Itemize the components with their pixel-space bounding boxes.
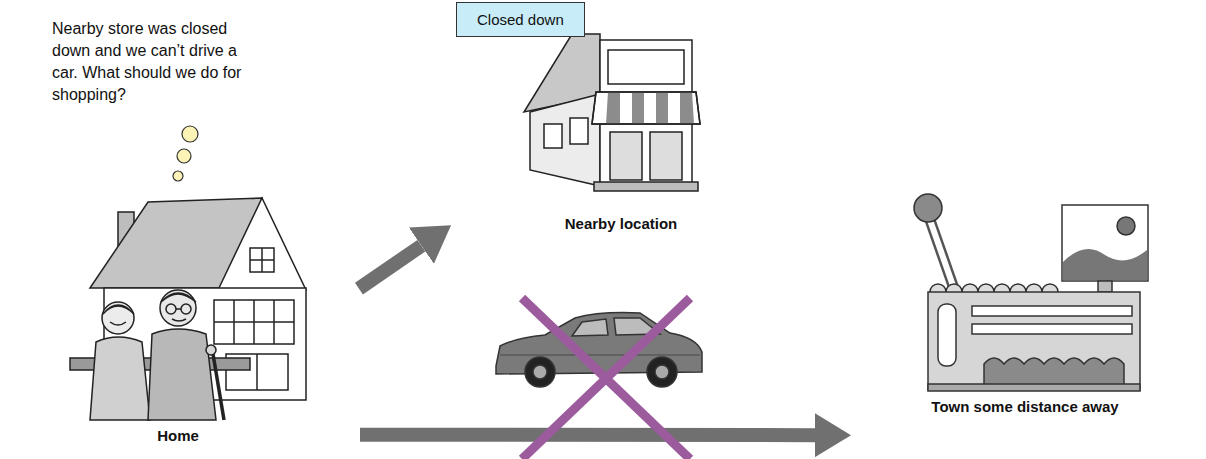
elderly-couple-part — [161, 293, 196, 302]
thought-dots-part — [173, 171, 183, 181]
block-arrow — [359, 246, 421, 289]
location-label: Home — [157, 427, 199, 445]
location-ellipse: Nearby location — [456, 140, 786, 264]
closed-store-part — [592, 92, 700, 124]
elderly-couple-part — [176, 308, 181, 310]
elderly-couple — [70, 290, 250, 420]
text-group: Home — [157, 427, 199, 445]
town-building-part — [928, 292, 1140, 390]
connectors — [359, 246, 815, 436]
house-part — [214, 300, 294, 344]
closed-store-part — [594, 182, 698, 191]
elderly-couple-part — [110, 322, 126, 325]
text-group: Closed down — [477, 10, 564, 29]
elderly-couple-part — [206, 345, 216, 355]
closed-store-part — [680, 92, 694, 124]
closed-store-part — [570, 118, 588, 144]
closed-store-part — [530, 94, 600, 186]
text-group: Town some distance away — [931, 398, 1118, 416]
thought-dots-part — [177, 149, 191, 163]
closed-sign: Closed down — [456, 2, 585, 37]
cross-mark-part — [522, 298, 690, 459]
closed-store-part — [656, 92, 668, 124]
elderly-couple-part — [181, 304, 191, 314]
car-part — [572, 319, 608, 336]
location-ellipse-outline — [456, 140, 786, 264]
town-building-part — [972, 324, 1132, 334]
house-part — [218, 198, 306, 290]
closed-store-part — [606, 92, 620, 124]
town-building-part — [914, 194, 942, 222]
closed-store-part — [610, 132, 642, 180]
cross-mark — [522, 298, 690, 459]
text-group: Nearby store was closed down and we can’… — [10, 2, 280, 122]
cross-mark-part — [522, 298, 690, 459]
closed-store-part — [632, 92, 644, 124]
location-label: Nearby location — [565, 215, 678, 233]
car-part — [655, 365, 669, 379]
house-part — [256, 354, 258, 390]
town-building-part — [1117, 217, 1135, 235]
town-building-part — [972, 306, 1132, 316]
closed-store-part — [544, 124, 562, 148]
elderly-couple-part — [172, 319, 186, 321]
elderly-couple-part — [102, 302, 134, 334]
car-part — [533, 365, 547, 379]
ground-ellipse — [858, 346, 1192, 454]
ground-ellipse — [457, 141, 785, 263]
closed-store — [524, 34, 700, 191]
elderly-couple-part — [90, 337, 150, 420]
text-group: Nearby location — [565, 215, 678, 233]
location-ellipse: Home — [2, 165, 354, 455]
thought-dots-part — [182, 126, 198, 142]
thought-cloud: Nearby store was closed down and we can’… — [10, 2, 280, 122]
elderly-couple-part — [166, 304, 176, 314]
car-part — [525, 357, 555, 387]
cloud-outline — [14, 5, 275, 118]
thought-text: Nearby store was closed down and we can’… — [52, 18, 250, 106]
location-ellipse-outline — [2, 165, 354, 455]
elderly-couple-part — [148, 329, 216, 420]
car-part — [500, 354, 700, 356]
house-part — [250, 248, 274, 272]
town-building — [914, 194, 1148, 391]
car-part — [647, 357, 677, 387]
ground-ellipse — [3, 355, 353, 455]
elderly-couple-part — [103, 305, 134, 314]
elderly-couple-part — [160, 290, 196, 326]
elderly-couple-part — [212, 348, 224, 420]
town-building-part — [1063, 249, 1147, 280]
town-building-part — [938, 304, 956, 366]
town-building-part — [1062, 205, 1148, 281]
thought-dots — [173, 126, 198, 181]
closed-store-part — [608, 50, 684, 84]
location-ellipse: Town some distance away — [857, 345, 1193, 455]
town-building-part — [928, 384, 1140, 391]
block-arrow — [360, 428, 815, 442]
closed-store-part — [592, 92, 700, 124]
location-label: Town some distance away — [931, 398, 1118, 416]
closed-store-part — [650, 132, 682, 180]
town-building-part — [1098, 281, 1112, 292]
sign-text: Closed down — [477, 10, 564, 29]
house-part — [250, 259, 274, 261]
house-part — [214, 321, 294, 323]
